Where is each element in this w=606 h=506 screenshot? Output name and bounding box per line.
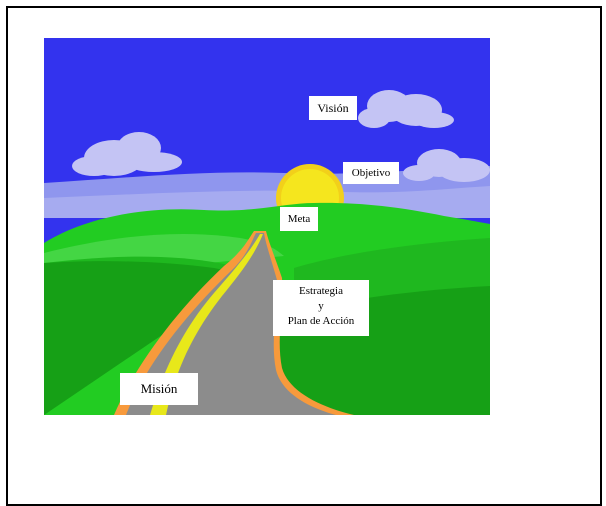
label-estrategia-line3: Plan de Acción	[273, 314, 369, 329]
label-estrategia-plan: Estrategia y Plan de Acción	[273, 280, 369, 336]
label-estrategia-line1: Estrategia	[273, 284, 369, 299]
label-objetivo: Objetivo	[343, 162, 399, 184]
label-estrategia-line2: y	[273, 299, 369, 314]
road-illustration	[44, 38, 490, 415]
label-meta: Meta	[280, 207, 318, 231]
label-mision: Misión	[120, 373, 198, 405]
label-vision: Visión	[309, 96, 357, 120]
